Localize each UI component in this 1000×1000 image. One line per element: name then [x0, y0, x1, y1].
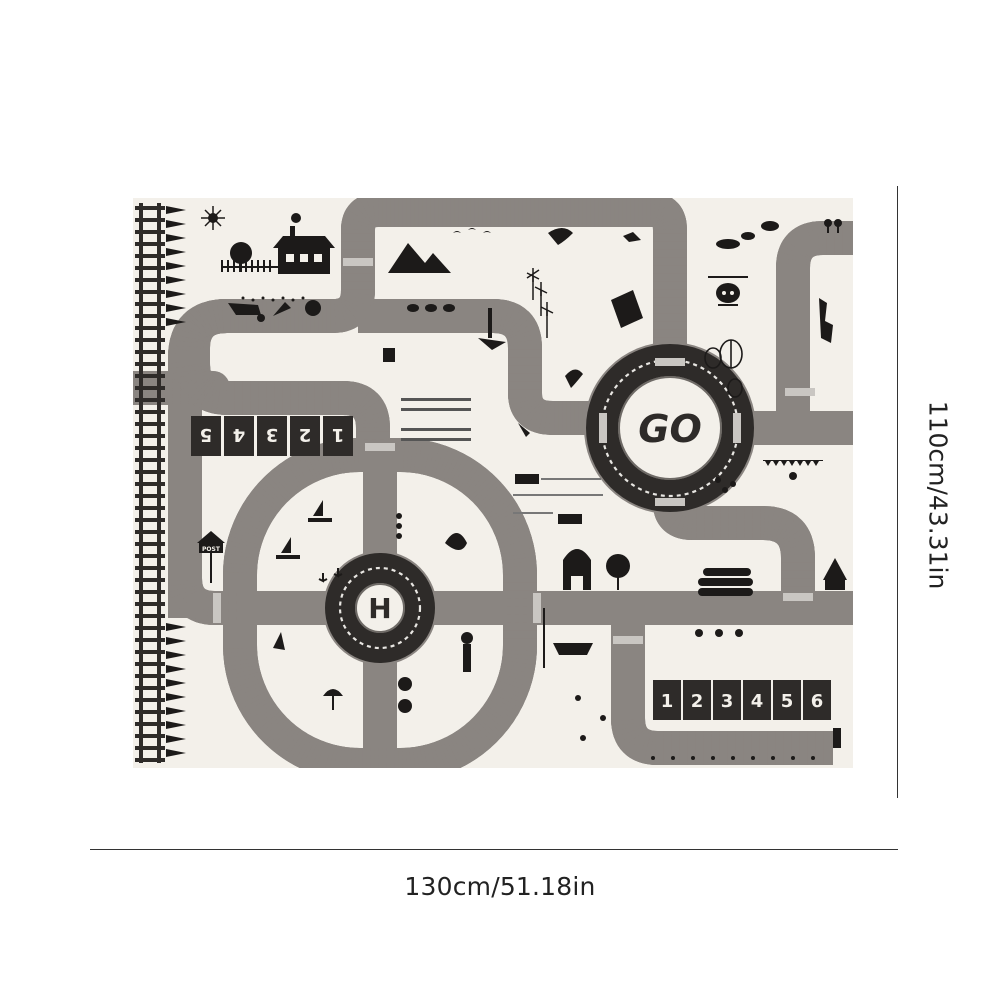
parking-bottom-right: 1 2 3 4 5 6: [653, 680, 831, 720]
dots-field-icon: [513, 478, 603, 514]
height-dimension-label: 110cm/43.31in: [923, 400, 953, 590]
tree-icon: [230, 242, 252, 272]
cows-icon: [515, 474, 582, 524]
bird-icon: [623, 232, 641, 242]
wheat-field-icon: [401, 398, 471, 441]
play-mat: GO H 5 4 3 2 1 1 2 3 4 5: [133, 198, 853, 768]
house-icon: [273, 213, 335, 274]
hedgehogs-icon: [407, 304, 455, 312]
rain-dots-icon: [241, 296, 305, 302]
fence-spikes-icon: [651, 756, 815, 760]
parking-spot-label: 3: [721, 691, 734, 712]
h-label: H: [368, 592, 391, 625]
pirate-icon: [461, 632, 473, 672]
umbrella-icon: [323, 689, 343, 710]
plant-icon: [518, 423, 530, 437]
swing-icon: [543, 608, 593, 668]
fork-icon: [383, 348, 395, 362]
road-network: [133, 198, 853, 768]
clouds-icon: [716, 221, 779, 249]
fence-icon: [221, 260, 281, 272]
mountains-icon: [388, 243, 451, 273]
parking-spot-label: 1: [661, 691, 674, 712]
width-dimension-label: 130cm/51.18in: [404, 872, 596, 901]
parking-spot-label: 6: [811, 691, 824, 712]
anchors-icon: [318, 568, 343, 583]
apple-tree-icon: [606, 554, 630, 590]
parking-spot-label: 2: [299, 424, 312, 445]
birds-icon: [453, 228, 491, 233]
lamp-icons: [695, 629, 743, 637]
parking-spot-label: 4: [233, 424, 246, 445]
trees-icon: [824, 219, 842, 233]
raindrops-icon: [715, 477, 736, 493]
go-label: GO: [638, 407, 702, 451]
sailboats-icon: [276, 500, 332, 559]
windmills-icon: [526, 268, 554, 338]
parking-spot-label: 5: [200, 424, 213, 445]
railway-track-icon: [135, 203, 186, 763]
starfish-icon: [396, 513, 402, 539]
scarecrow-icon: [478, 308, 506, 350]
parking-spot-label: 3: [266, 424, 279, 445]
building-icon: [819, 298, 833, 343]
hay-bales-icon: [698, 568, 753, 596]
hot-air-balloons-icon: [704, 339, 743, 398]
sun-icon: [201, 206, 225, 230]
vegetables-icon: [273, 300, 321, 316]
post-box-icon: POST: [197, 531, 225, 583]
parking-spot-label: 2: [691, 691, 704, 712]
bird-icon: [548, 228, 573, 245]
fish-icon: [445, 533, 467, 550]
parking-top-left: 5 4 3 2 1: [191, 416, 353, 456]
flowers-icon: [575, 695, 606, 741]
helicopter-icon: [708, 276, 748, 306]
circus-tent-icon: [823, 558, 847, 590]
height-dimension-line: [897, 186, 898, 798]
barn-icon: [563, 549, 591, 590]
parking-spot-label: 1: [332, 424, 345, 445]
palm-tree-icon: [273, 632, 285, 650]
bird-icon: [565, 369, 583, 388]
parking-spot-label: 4: [751, 691, 764, 712]
post-sign-label: POST: [202, 546, 221, 553]
width-dimension-line: [90, 849, 898, 850]
bushes-icon: [398, 677, 412, 713]
bus-stop-icon: [833, 728, 841, 748]
bunting-icon: [763, 460, 823, 480]
flag-icon: [611, 290, 643, 328]
parking-spot-label: 5: [781, 691, 794, 712]
wheelbarrow-icon: [228, 303, 265, 322]
